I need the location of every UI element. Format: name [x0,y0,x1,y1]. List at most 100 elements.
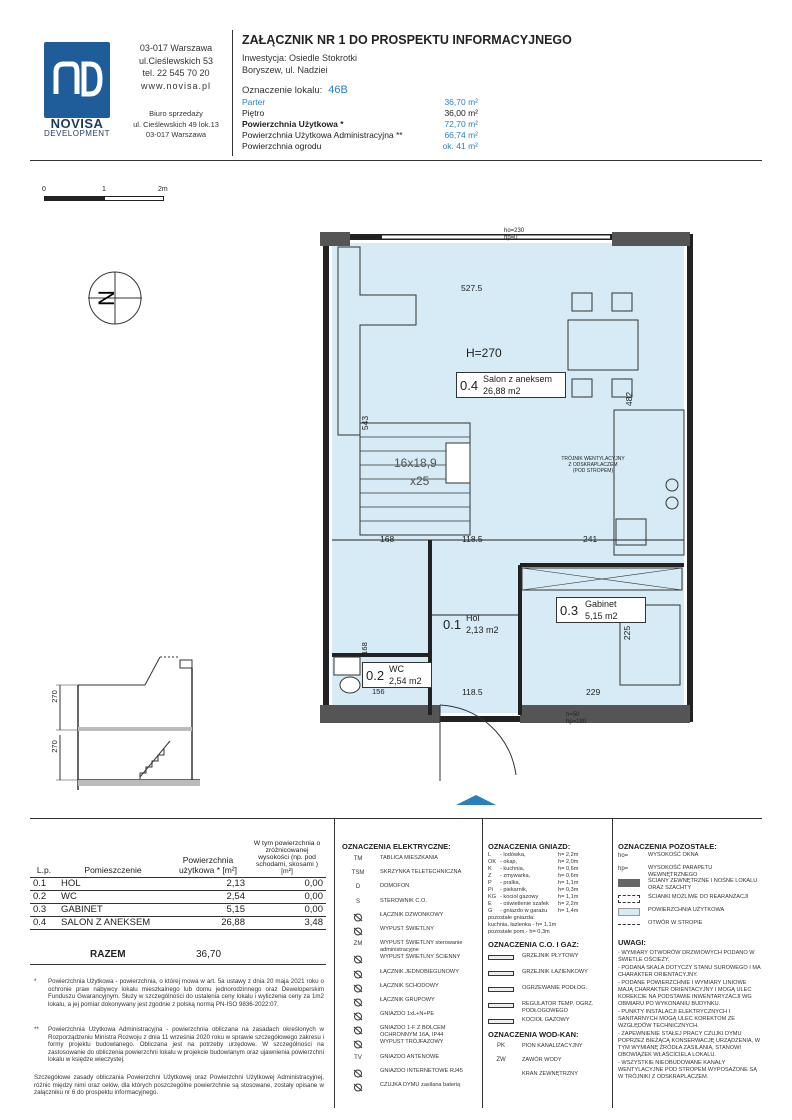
legend-symbol-icon: ZM [353,941,363,948]
socket-height: h= 1,1m [558,880,579,886]
heater-icon [488,955,514,960]
socket-code: OK [488,859,497,865]
company-address: 03-017 Warszawa ul.Cieślewskich 53 tel. … [138,43,214,91]
socket-code: K [488,866,492,872]
legend-item: ŁĄCZNIK DZWONKOWY [340,911,480,925]
legend-label: ŁĄCZNIK SCHODOWY [380,982,439,989]
legend-label: GNIAZDO ANTENOWE [380,1053,440,1060]
legend-label: WYPUST TRÓJFAZOWY [380,1039,444,1046]
legend-item: CZUJKA DYMU zasilana baterią [340,1081,480,1095]
legend-item: WYPUST TRÓJFAZOWY [340,1038,480,1052]
socket-code: G [488,908,493,914]
legend-label: ŚCIANKI MOŻLIWE DO REARANŻACJI [648,894,749,900]
legend-label: ŁĄCZNIK GRUPOWY [380,996,435,1003]
socket-height: h= 2,2m [558,901,579,907]
legend-item: ŁĄCZNIK JEDNOBIEGUNOWY [340,968,480,982]
dim-label: 118.5 [462,534,483,544]
dim-label: 482 [624,391,635,407]
legend-symbol-icon [340,955,376,966]
legend-item: hp=WYSOKOŚĆ PARAPETU WEWNĘTRZNEGO [618,865,762,878]
footnote-admin-area: ** Powierzchnia Użytkowa Administracyjna… [34,1026,324,1064]
footnote-rules: Szczegółowe zasady obliczania Powierzchn… [34,1074,324,1097]
legend-item: K- kuchnia,h= 0,6m [488,866,608,873]
legend-label: OGRZEWANIE PODŁOG. [522,985,588,991]
socket-label: - zmywarka, [500,873,531,879]
legend-label: ZAWÓR WODY [522,1057,562,1063]
room-label-living: 0.4 Salon z aneksem 26,88 m2 [456,372,566,398]
legend-label: STEROWNIK C.O. [380,897,427,904]
remark-item: - ZAPEWNIENIE STAŁEJ PRACY CZUJKI DYMU P… [618,1031,761,1058]
legend-label: WYSOKOŚĆ OKNA [648,852,699,858]
legend-item: ŚCIANKI MOŻLIWE DO REARANŻACJI [618,894,762,907]
legend-heating-title: OZNACZENIA C.O. I GAZ: [488,940,579,949]
legend-item: PK PION KANALIZACYJNY [488,1042,612,1056]
legend-label: WYPUST ŚWIETLNY ŚCIENNY [380,954,461,961]
socket-code: E [488,901,492,907]
water-symbol-icon: PK [496,1043,505,1049]
legend-label: WYPUST ŚWIETLNY sterowanie administracyj… [380,940,463,954]
legend-item: GNIAZDO 1xL+N+PE [340,1010,480,1024]
legend-item: REGULATOR TEMP. OGRZ. PODŁOGOWEGO [488,1000,612,1016]
legend-symbol-icon [340,1040,376,1051]
socket-note: kuchnia, łazienka - h= 1,1m [488,922,557,928]
legend-label: PION KANALIZACYJNY [522,1043,583,1049]
legend-symbol-icon [340,1026,376,1037]
stairs-label: 16x18,9 [394,456,437,470]
legend-item: ŁĄCZNIK GRUPOWY [340,996,480,1010]
socket-code: P [488,880,492,886]
legend-symbol-icon [340,1012,376,1023]
socket-label: - oświetlenie szafek [500,901,549,907]
legend-label: POWIERZCHNIA UŻYTKOWA [648,907,725,913]
legend-symbol-icon [340,927,376,938]
legend-symbol-icon: D [355,884,361,891]
section-drawing [56,656,200,790]
legend-item: OK- okap,h= 2,0m [488,859,608,866]
legend-symbol-icon [340,1083,376,1094]
dim-label: 543 [360,415,371,431]
room-label-hall: 0.1 Hol 2,13 m2 [443,613,499,635]
legend-label: OTWÓR W STROPIE [648,920,703,926]
socket-label: - kocioł gazowy [500,894,539,900]
legend-item: GNIAZDO 1-F Z BOLCEM OCHRONNYM 16A, IP44 [340,1024,480,1038]
legend-symbol-icon [340,1069,376,1080]
socket-height: h= 1,4m [558,908,579,914]
socket-label: - gniazdo w garażu [500,908,548,914]
legend-other-title: OZNACZENIA POZOSTAŁE: [618,842,717,851]
legend-symbol-icon [340,970,376,981]
floor-plan [320,232,693,805]
legend-swatch [618,879,640,887]
heater-icon [488,971,514,976]
north-arrow-icon: N [88,271,142,325]
legend-label: ŁĄCZNIK JEDNOBIEGUNOWY [380,968,459,975]
legend-item: ho=WYSOKOŚĆ OKNA [618,852,762,865]
legend-item: OGRZEWANIE PODŁOG. [488,984,612,1000]
investment-info: Inwestycja: Osiedle Stokrotki Boryszew, … [242,53,358,75]
stairs-label: x25 [410,474,430,488]
remarks-title: UWAGI: [618,938,646,947]
socket-code: Pi [488,887,493,893]
legend-symbol-icon [340,984,376,995]
remarks: - WYMIARY OTWORÓW DRZWIOWYCH PODANO W ŚW… [618,950,762,1082]
scale-bar: 0 1 2m [42,186,174,208]
remark-item: - PODANE POWIERZCHNIE I WYMIARY LINIOWE … [618,980,752,1007]
legend-swatch [618,895,640,903]
legend-item: WYPUST ŚWIETLNY [340,925,480,939]
legend-label: GRZEJNIK ŁAZIENKOWY [522,969,588,975]
total-value: 36,70 [196,949,222,960]
legend-label: KOCIOŁ GAZOWY [522,1017,570,1023]
legend-swatch [618,908,640,916]
